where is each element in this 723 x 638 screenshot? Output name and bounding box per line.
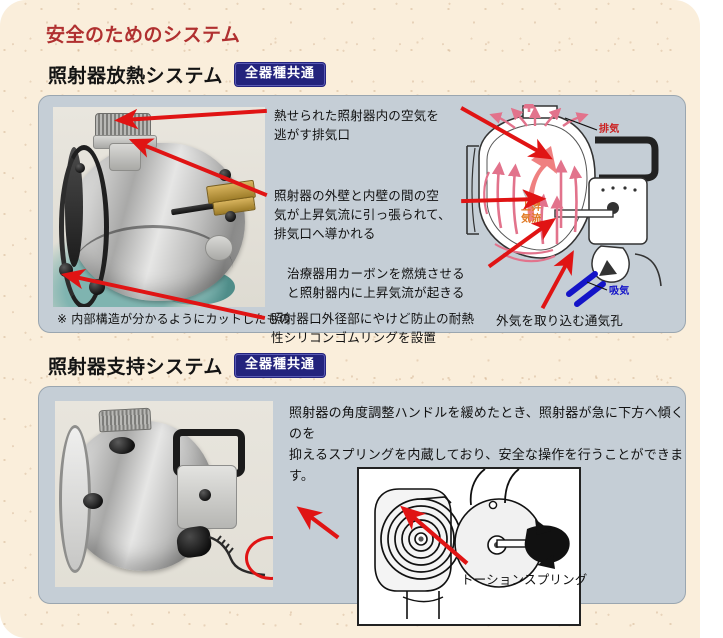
badge-all-models-support: 全器種共通: [234, 353, 325, 378]
torsion-spring-diagram: [357, 467, 581, 626]
schematic-caption-vent-hole: 外気を取り込む通気孔: [496, 313, 624, 328]
photo-unit-vent: [98, 407, 152, 433]
airflow-schematic: 排気 上昇 気流 吸気: [437, 95, 672, 326]
photo-unit-top-marker: [109, 437, 135, 454]
photo-ring-clip-lower2: [89, 279, 105, 295]
section-heading-support: 照射器支持システム 全器種共通: [48, 352, 325, 379]
photo-unit-side-knob: [83, 493, 103, 509]
photo-exhaust-block: [109, 143, 141, 171]
annotation-silicone-ring: 照射器口外径部にやけど防止の耐熱 性シリコンゴムリングを設置: [271, 311, 475, 345]
photo-ring-clip-upper: [75, 163, 85, 173]
annotation-wall-gap-airflow: 照射器の外壁と内壁の間の空 気が上昇気流に引っ張られて、 排気口へ導かれる: [274, 188, 451, 241]
annotation-carbon-updraft: 治療器用カーボンを燃焼させる と照射器内に上昇気流が起きる: [287, 266, 465, 300]
page-title: 安全のためのシステム: [46, 24, 241, 46]
schematic-label-exhaust: 排気: [599, 124, 620, 135]
badge-all-models-heat: 全器種共通: [234, 62, 325, 87]
arrow-photo-to-inset: [296, 506, 340, 540]
section-heading-support-label: 照射器支持システム: [48, 356, 223, 378]
section-heading-heat: 照射器放熱システム 全器種共通: [48, 61, 325, 88]
schematic-label-updraft: 上昇 気流: [521, 202, 542, 225]
panel-support-system: 照射器の角度調整ハンドルを緩めたとき、照射器が急に下方へ傾くのを 抑えるスプリン…: [38, 386, 686, 626]
photo-irradiator-unit: [55, 401, 273, 587]
photo-brass-knob2: [225, 211, 236, 222]
airflow-schematic-svg: [466, 95, 662, 307]
torsion-spring-svg: [374, 469, 570, 619]
section-heading-heat-label: 照射器放熱システム: [48, 65, 223, 87]
photo-ring-clip-lower: [59, 263, 73, 277]
photo-unit-cable: [208, 535, 266, 577]
photo-hinge: [205, 235, 233, 261]
photo-note-cutaway: ※ 内部構造が分かるようにカットしたもの: [57, 312, 291, 326]
panel-heat-dissipation: ※ 内部構造が分かるようにカットしたもの 熱せられた照射器内の空気を 逃がす排気…: [38, 95, 686, 345]
photo-cutaway-irradiator: [53, 107, 265, 307]
inset-caption-torsion-spring: トーションスプリング: [461, 572, 588, 587]
photo-unit-body-knob: [199, 489, 211, 501]
annotation-exhaust-port: 熱せられた照射器内の空気を 逃がす排気口: [274, 108, 440, 142]
support-description: 照射器の角度調整ハンドルを緩めたとき、照射器が急に下方へ傾くのを 抑えるスプリン…: [289, 406, 685, 485]
schematic-label-intake: 吸気: [609, 286, 630, 297]
photo-cut-line: [73, 225, 233, 268]
photo-brass-knob: [219, 169, 231, 181]
